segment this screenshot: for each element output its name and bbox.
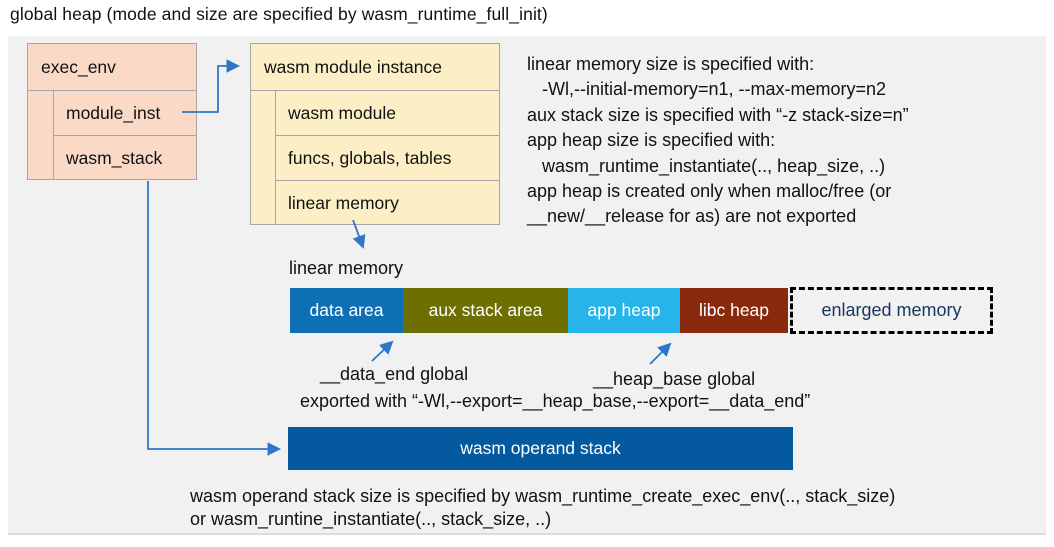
operand-stack-note-line2: or wasm_runtine_instantiate(.., stack_si…	[190, 509, 552, 529]
note-line: wasm_runtime_instantiate(.., heap_size, …	[527, 155, 886, 176]
module-instance-box: wasm module instance wasm module funcs, …	[250, 43, 500, 225]
module-instance-title: wasm module instance	[251, 44, 499, 91]
module-instance-body: wasm module funcs, globals, tables linea…	[251, 91, 499, 225]
data-end-global-label: __data_end global	[320, 364, 469, 384]
note-line: -Wl,--initial-memory=n1, --max-memory=n2	[527, 79, 887, 100]
linear-memory-label: linear memory	[289, 258, 404, 278]
segment-enlarged-memory: enlarged memory	[790, 287, 993, 334]
note-line: __new/__release for as) are not exported	[527, 206, 857, 227]
note-line: aux stack size is specified with “-z sta…	[527, 104, 909, 125]
page-title: global heap (mode and size are specified…	[10, 4, 548, 24]
heap-base-global-label: __heap_base global	[593, 369, 756, 389]
module-instance-indent	[251, 91, 276, 225]
segment-data-area: data area	[290, 288, 403, 333]
segment-app-heap: app heap	[568, 288, 680, 333]
module-instance-row-linear-memory: linear memory	[288, 193, 399, 213]
note-line: app heap is created only when malloc/fre…	[527, 181, 892, 202]
wasm-operand-stack-bar: wasm operand stack	[288, 427, 793, 470]
exec-env-box: exec_env module_inst wasm_stack	[27, 43, 197, 180]
segment-libc-heap: libc heap	[680, 288, 788, 333]
exported-with-label: exported with “-Wl,--export=__heap_base,…	[300, 391, 811, 411]
exec-env-indent	[28, 91, 54, 180]
exec-env-row-wasm-stack: wasm_stack	[66, 148, 163, 168]
module-instance-row-wasm-module: wasm module	[276, 91, 499, 136]
linear-memory-bar: data area aux stack area app heap libc h…	[290, 288, 788, 333]
exec-env-body: module_inst wasm_stack	[28, 91, 196, 180]
operand-stack-note-line1: wasm operand stack size is specified by …	[190, 486, 896, 506]
memory-size-notes: linear memory size is specified with: -W…	[527, 52, 1042, 230]
exec-env-row-module-inst: module_inst	[54, 91, 196, 136]
exec-env-title: exec_env	[28, 44, 196, 91]
note-line: app heap size is specified with:	[527, 130, 776, 151]
module-instance-row-funcs-globals-tables: funcs, globals, tables	[276, 136, 499, 181]
segment-aux-stack-area: aux stack area	[403, 288, 568, 333]
note-line: linear memory size is specified with:	[527, 54, 815, 74]
